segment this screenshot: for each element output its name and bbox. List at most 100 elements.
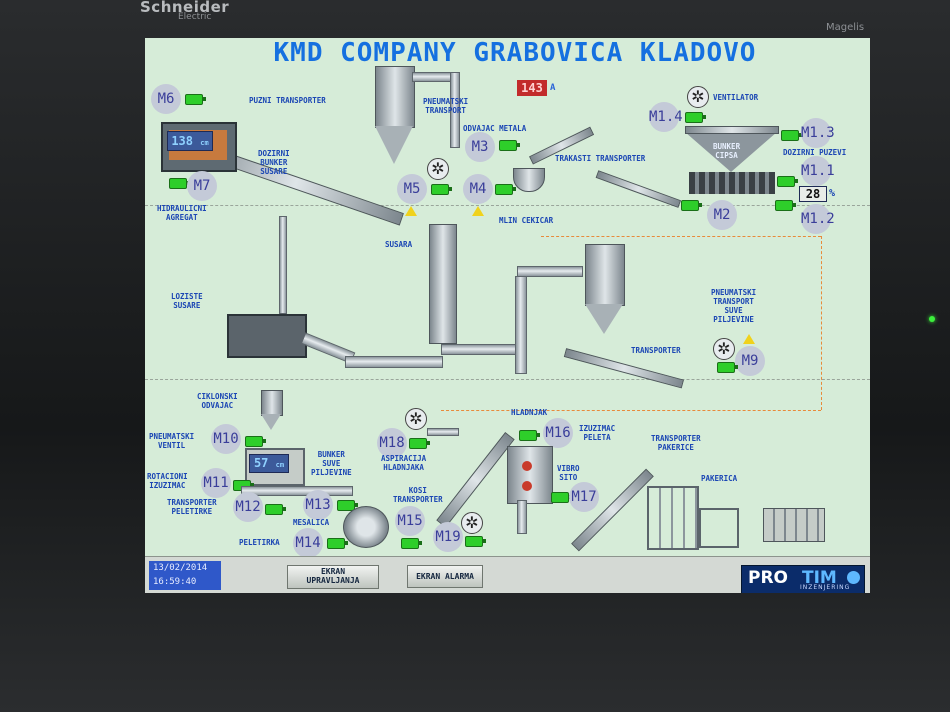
motor-m19-status[interactable]: [465, 536, 486, 547]
motor-label-m15[interactable]: M15: [395, 506, 425, 536]
motor-label-m12[interactable]: M12: [233, 492, 263, 522]
label-loziste: LOZISTE SUSARE: [171, 292, 203, 310]
motor-label-m1-3[interactable]: M1.3: [801, 118, 835, 148]
motor-m13-status[interactable]: [337, 500, 358, 511]
hmi-screen: KMD COMPANY GRABOVICA KLADOVO 143 A M6 P…: [145, 38, 870, 593]
label-pneumatski-suve: PNEUMATSKI TRANSPORT SUVE PILJEVINE: [711, 288, 757, 324]
hammer-mill: [513, 168, 545, 192]
motor-label-m1-2[interactable]: M1.2: [801, 204, 835, 234]
bunker-level-value: 138: [171, 134, 193, 148]
motor-m16-status[interactable]: [519, 430, 540, 441]
motor-label-m3[interactable]: M3: [465, 132, 495, 162]
motor-label-m2[interactable]: M2: [707, 200, 737, 230]
label-dozirni-bunker: DOZIRNI BUNKER SUSARE: [258, 149, 290, 176]
alarm-screen-button[interactable]: EKRAN ALARMA: [407, 565, 483, 588]
motor-label-m11[interactable]: M11: [201, 468, 231, 498]
cyclone-separator-cone: [261, 414, 281, 430]
chip-bunker-rim: [685, 126, 779, 134]
motor-m9-status[interactable]: [717, 362, 738, 373]
bezel-brand: Schneider: [140, 0, 230, 16]
motor-m7-status[interactable]: [169, 178, 190, 189]
pallet-stack: [763, 508, 825, 542]
cooler-suction-pipe: [427, 428, 459, 436]
motor-m12-status[interactable]: [265, 504, 286, 515]
silo-level-unit: cm: [275, 461, 285, 469]
motor-label-m14[interactable]: M14: [293, 528, 323, 558]
motor-label-m10[interactable]: M10: [211, 424, 241, 454]
fan-icon-m19[interactable]: ✲: [461, 512, 483, 534]
logo-sub: INZENJERING: [800, 584, 851, 591]
fan-icon-ventilator[interactable]: ✲: [687, 86, 709, 108]
status-bar: 13/02/2014 16:59:40 EKRAN UPRAVLJANJA EK…: [145, 556, 870, 593]
motor-m3-status[interactable]: [499, 140, 520, 151]
motor-label-m4[interactable]: M4: [463, 174, 493, 204]
motor-m2-status[interactable]: [681, 200, 702, 211]
chip-bunker: [685, 132, 777, 172]
motor-label-m1-4[interactable]: M1.4: [649, 102, 683, 132]
pellet-cooler: [507, 446, 553, 504]
motor-label-m19[interactable]: M19: [433, 522, 463, 552]
motor-label-m17[interactable]: M17: [569, 482, 599, 512]
control-screen-button[interactable]: EKRAN UPRAVLJANJA: [287, 565, 379, 589]
silo-level-value: 57: [253, 456, 269, 470]
label-ventilator: VENTILATOR: [713, 93, 759, 102]
motor-m4-status[interactable]: [495, 184, 516, 195]
packing-machine: [647, 486, 699, 550]
dry-cyclone-cone: [585, 304, 623, 334]
motor-m1-2-status[interactable]: [775, 200, 796, 211]
motor-m15-status[interactable]: [401, 538, 422, 549]
motor-m5-status[interactable]: [431, 184, 452, 195]
motor-label-m1-1[interactable]: M1.1: [801, 156, 835, 186]
warning-icon-m4[interactable]: [472, 206, 484, 216]
dryer-column: [429, 224, 457, 344]
dryer-outlet-pipe: [441, 344, 519, 355]
motor-label-m16[interactable]: M16: [543, 418, 573, 448]
dry-cyclone: [585, 244, 625, 306]
bunker-level-readout: 138 cm: [167, 131, 213, 151]
label-ciklonski: CIKLONSKI ODVAJAC: [197, 392, 238, 410]
amperage-readout: 143: [517, 80, 547, 96]
label-mesalica: MESALICA: [293, 518, 330, 527]
label-transporter-peletirke: TRANSPORTER PELETIRKE: [167, 498, 217, 516]
fan-icon-m9[interactable]: ✲: [713, 338, 735, 360]
motor-m1-4-status[interactable]: [685, 112, 706, 123]
motor-m1-3-status[interactable]: [781, 130, 802, 141]
warning-icon-m5[interactable]: [405, 206, 417, 216]
label-pakerica: PAKERICA: [701, 474, 738, 483]
motor-m10-status[interactable]: [245, 436, 266, 447]
fan-icon-m5[interactable]: ✲: [427, 158, 449, 180]
motor-label-m6[interactable]: M6: [151, 84, 181, 114]
motor-m18-status[interactable]: [409, 438, 430, 449]
motor-m1-1-status[interactable]: [777, 176, 798, 187]
signal-line-dryer: [541, 236, 821, 237]
motor-label-m13[interactable]: M13: [303, 490, 333, 520]
label-susara: SUSARA: [385, 240, 413, 249]
label-transporter: TRANSPORTER: [631, 346, 681, 355]
furnace: [227, 314, 307, 358]
pelletizer-conveyor: [241, 486, 353, 496]
label-dozirni-puzevi: DOZIRNI PUZEVI: [783, 148, 847, 157]
motor-m6-status[interactable]: [185, 94, 206, 105]
motor-label-m9[interactable]: M9: [735, 346, 765, 376]
bunker-level-unit: cm: [200, 139, 209, 147]
furnace-chimney: [279, 216, 287, 314]
motor-label-m5[interactable]: M5: [397, 174, 427, 204]
label-transporter-pakerice: TRANSPORTER PAKERICE: [651, 434, 701, 452]
motor-label-m7[interactable]: M7: [187, 171, 217, 201]
motor-m14-status[interactable]: [327, 538, 348, 549]
dryer-top-pipe: [517, 266, 583, 277]
datetime-display: 13/02/2014 16:59:40: [149, 561, 221, 590]
label-hidraulicni: HIDRAULICNI AGREGAT: [157, 204, 207, 222]
belt-conveyor: [595, 170, 682, 208]
motor-m17-status[interactable]: [551, 492, 572, 503]
label-hladnjak: HLADNJAK: [511, 408, 548, 417]
fan-icon-m18[interactable]: ✲: [405, 408, 427, 430]
motor-label-m18[interactable]: M18: [377, 428, 407, 458]
dryer-riser: [515, 276, 527, 374]
logo-globe-icon: [847, 571, 860, 584]
protim-logo: PRO TIM INZENJERING: [741, 565, 865, 593]
page-title: KMD COMPANY GRABOVICA KLADOVO: [273, 38, 757, 68]
time-text: 16:59:40: [153, 577, 197, 587]
label-kosi: KOSI TRANSPORTER: [393, 486, 443, 504]
warning-icon-m9[interactable]: [743, 334, 755, 344]
